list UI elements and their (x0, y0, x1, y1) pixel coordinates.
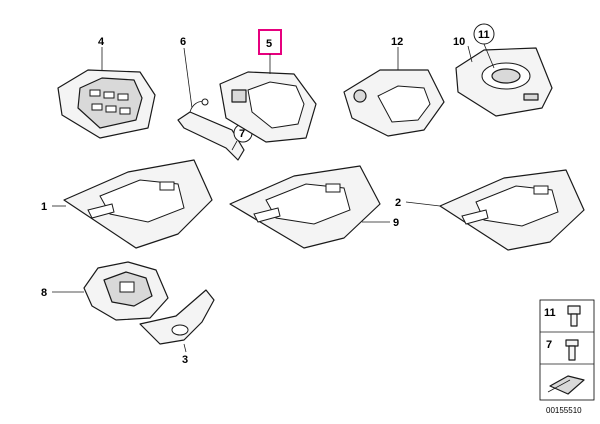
part-8-mechanism[interactable] (83, 261, 169, 321)
callout-6: 6 (180, 36, 186, 48)
part-3-bracket[interactable] (139, 289, 215, 345)
callout-5: 5 (266, 38, 272, 50)
callout-1: 1 (41, 201, 47, 213)
hardware-legend: 11 7 (539, 299, 595, 401)
callout-12: 12 (391, 36, 403, 48)
callout-9: 9 (393, 217, 399, 229)
part-1-console-panel[interactable] (63, 159, 213, 249)
callout-3: 3 (182, 354, 188, 366)
callout-2: 2 (395, 197, 401, 209)
callout-7: 7 (239, 128, 245, 140)
part-12-cover[interactable] (343, 69, 445, 137)
part-6-cable-bracket[interactable] (177, 98, 245, 161)
callout-11: 11 (478, 29, 490, 41)
part-9-console-panel[interactable] (229, 165, 381, 249)
callout-4: 4 (98, 36, 105, 48)
callout-10: 10 (453, 36, 465, 48)
part-4-switch-panel[interactable] (57, 69, 156, 139)
diagram-id: 00155510 (546, 406, 582, 415)
arrow-icon (549, 375, 585, 395)
callout-8: 8 (41, 287, 47, 299)
part-10-housing[interactable] (455, 47, 553, 117)
part-5-trim-insert[interactable] (219, 71, 317, 143)
screw-icon (565, 339, 579, 361)
legend-label-11: 11 (544, 307, 556, 319)
clip-nut-icon (567, 305, 581, 327)
legend-label-7: 7 (546, 339, 552, 351)
part-2-console-panel[interactable] (439, 169, 585, 251)
